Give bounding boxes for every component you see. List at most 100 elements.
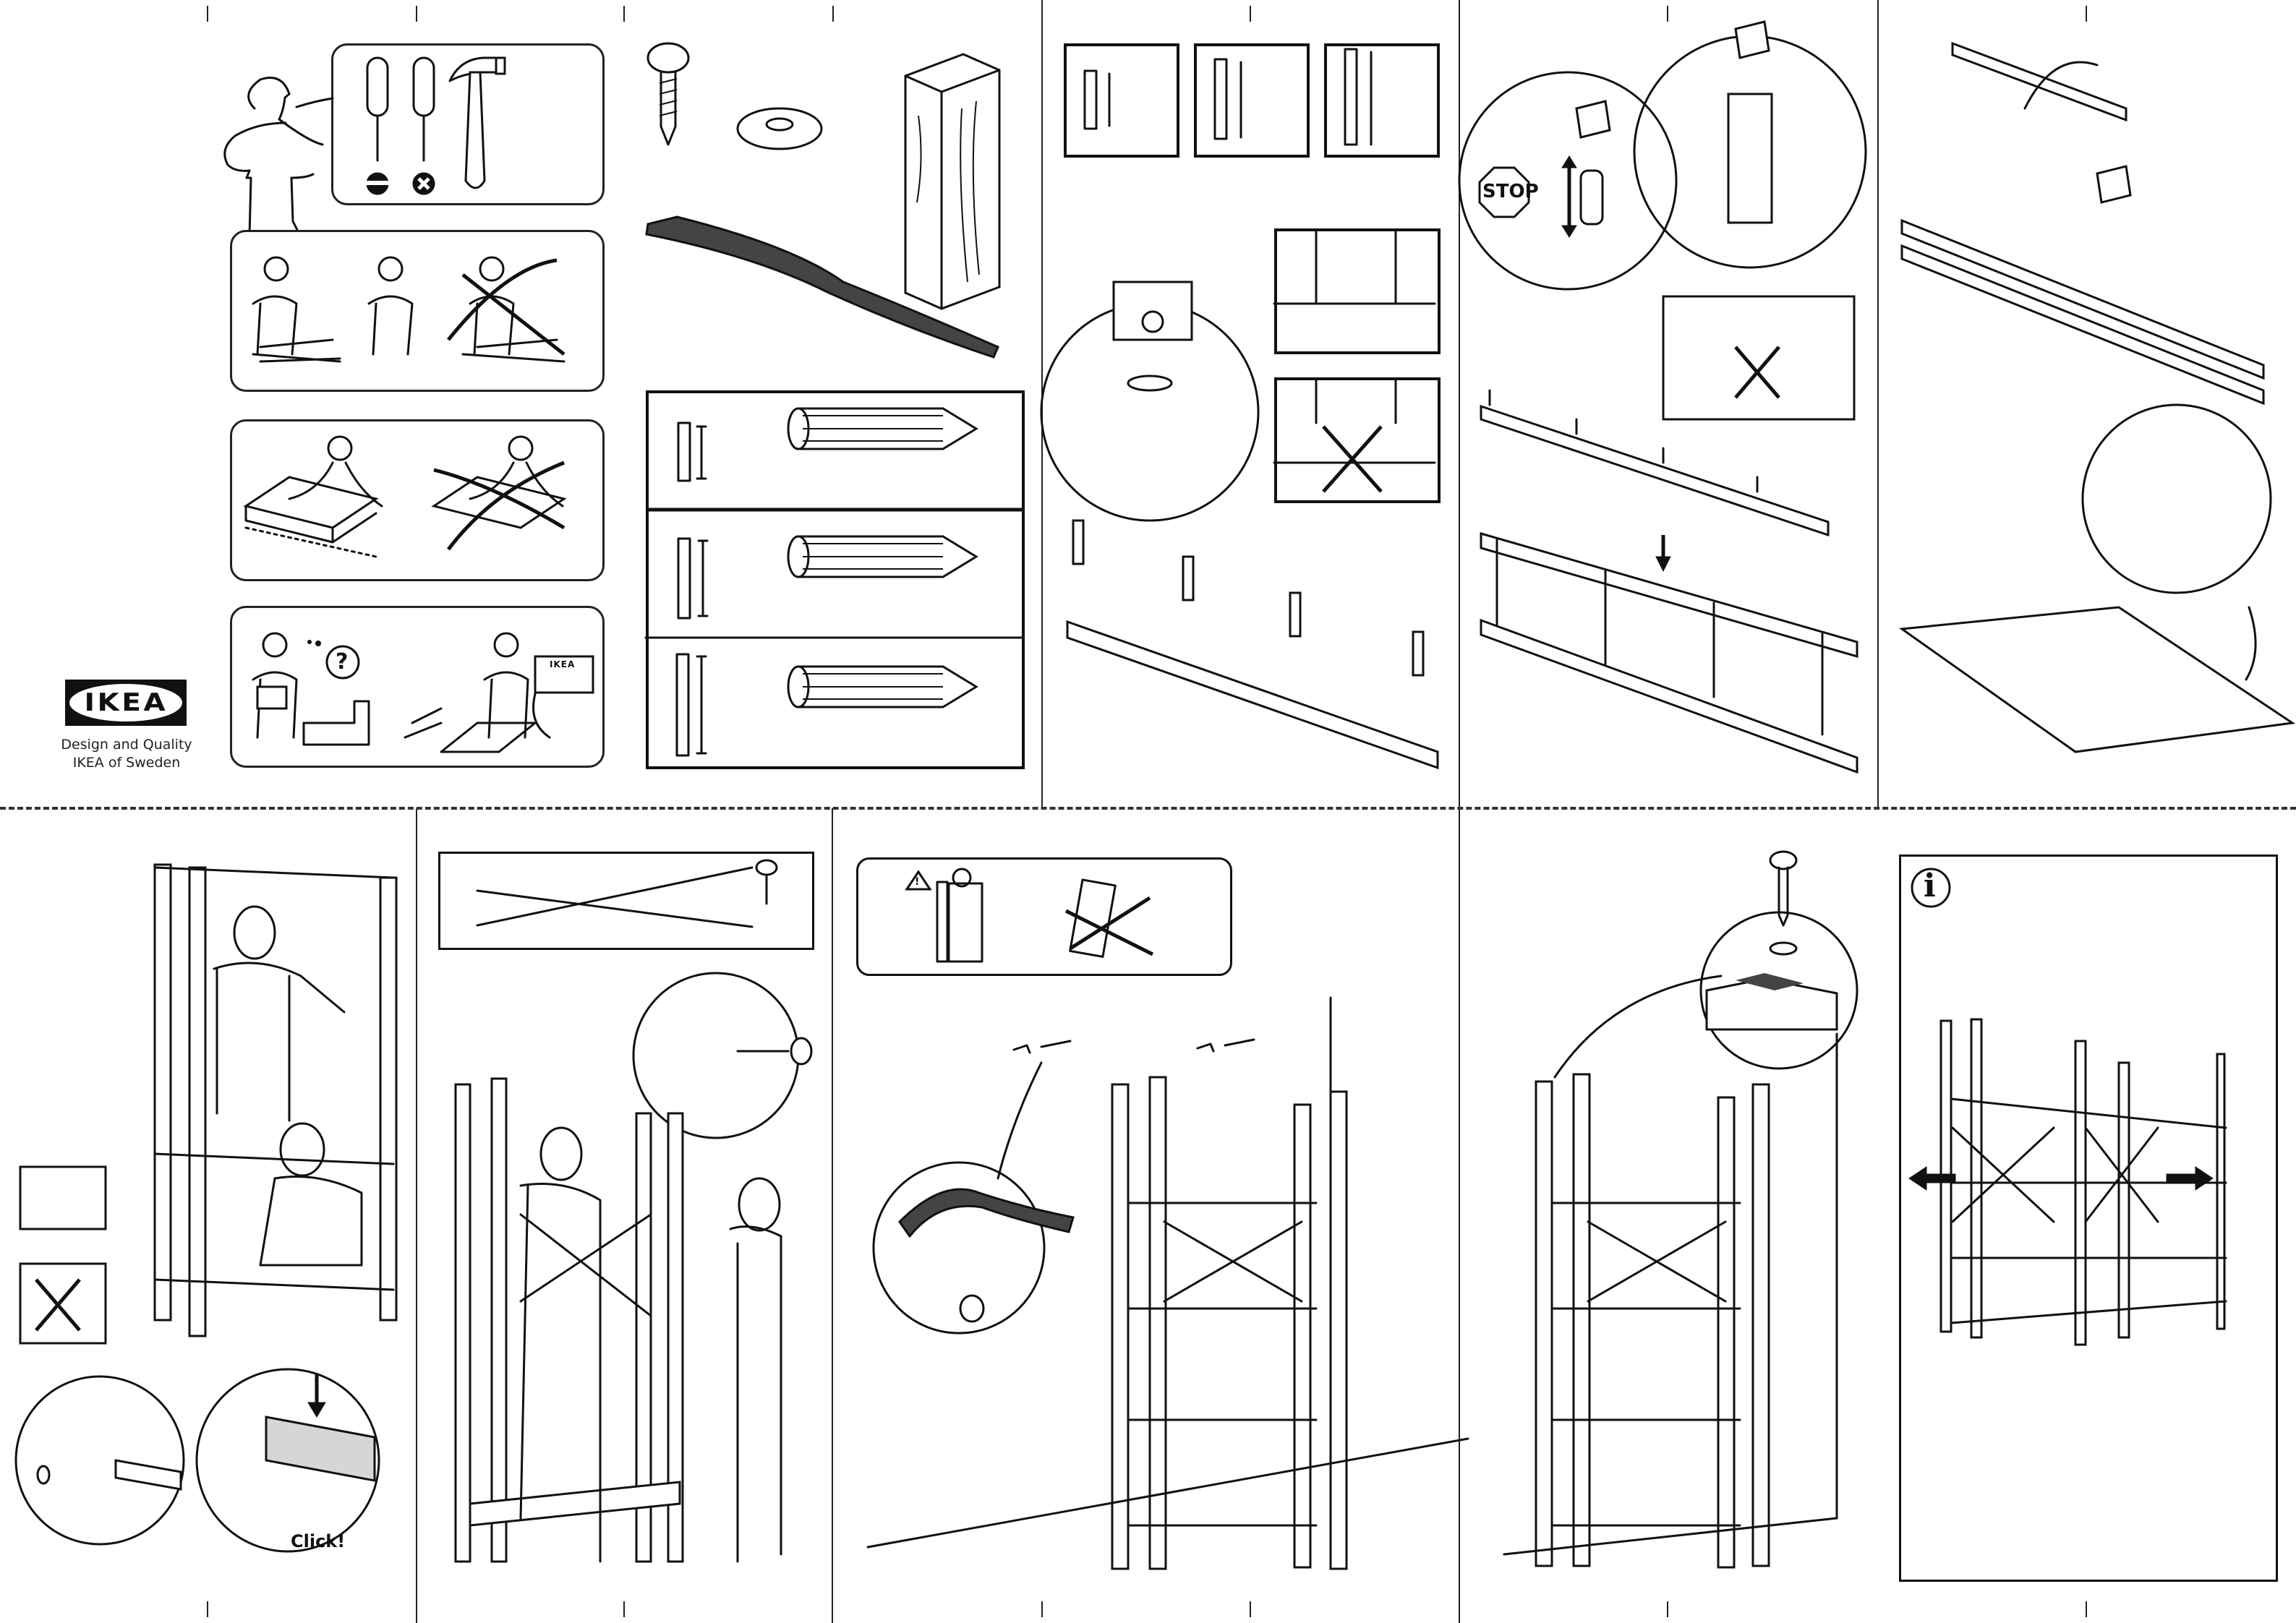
question-mark: ? xyxy=(336,649,349,675)
fold-line xyxy=(0,807,2296,810)
wall-bracket-icon xyxy=(1012,1040,1072,1054)
panel-divider xyxy=(416,808,417,1623)
washer-icon xyxy=(736,107,823,150)
person-figure-icon xyxy=(213,905,346,1122)
ikea-store-icon xyxy=(534,655,594,694)
detail-magnifier xyxy=(14,1375,185,1546)
info-icon xyxy=(1911,868,1951,908)
stop-label: STOP xyxy=(1482,181,1539,202)
screw-icon xyxy=(736,1037,813,1066)
panel-divider xyxy=(1459,0,1460,808)
washer-icon xyxy=(1769,941,1798,956)
frame-height-large-box xyxy=(1324,43,1440,158)
detail-magnifier xyxy=(195,1368,380,1553)
detail-magnifier xyxy=(2081,403,2272,594)
crop-mark xyxy=(2086,6,2087,22)
wall-strap-icon xyxy=(645,215,999,359)
panel-divider xyxy=(832,808,833,1623)
shelf-tipping-incorrect-icon xyxy=(1064,878,1154,958)
ikea-logo: IKEA xyxy=(65,680,187,726)
ikea-person-icon xyxy=(252,632,298,739)
logo-text: IKEA xyxy=(84,688,168,717)
screw-icon xyxy=(1769,850,1798,927)
cross-out-icon xyxy=(447,461,565,551)
crop-mark xyxy=(623,6,625,22)
dowel-icon xyxy=(787,407,978,450)
rail-icon xyxy=(1951,41,2128,122)
crop-mark xyxy=(1667,6,1668,22)
crop-mark xyxy=(416,6,417,22)
cross-out-icon xyxy=(461,273,566,356)
rotate-arrow-icon xyxy=(2023,61,2099,110)
cross-brace-icon xyxy=(1163,1220,1303,1303)
person-figure-icon xyxy=(519,1126,602,1563)
crop-mark xyxy=(832,6,834,22)
crop-mark xyxy=(1250,1601,1251,1617)
correct-fit-box xyxy=(1274,228,1441,354)
shelf-board-icon xyxy=(1898,606,2296,753)
hammer-icon xyxy=(1575,100,1611,139)
crop-mark xyxy=(623,1601,625,1617)
cross-out-icon xyxy=(35,1278,81,1332)
crop-mark xyxy=(207,1601,208,1617)
ikea-person-icon xyxy=(367,256,414,356)
dowel-icon xyxy=(1289,591,1302,638)
frame-size-large-icon xyxy=(675,653,707,757)
crop-mark xyxy=(207,6,208,22)
wood-block-icon xyxy=(904,53,1001,310)
person-figure-icon xyxy=(729,1177,782,1563)
tagline-line1: Design and Quality xyxy=(61,737,192,753)
detail-magnifier xyxy=(1458,71,1678,291)
dowel-icon xyxy=(787,535,978,578)
crop-mark xyxy=(2086,1601,2087,1617)
dowel-icon xyxy=(1182,555,1195,601)
frame-size-small-icon xyxy=(677,421,707,482)
cross-out-icon xyxy=(447,258,558,341)
cross-out-icon xyxy=(1064,896,1154,956)
cross-brace-icon xyxy=(1951,1126,2159,1223)
person-figure-icon xyxy=(259,1122,363,1267)
shelf-tall-correct-icon xyxy=(936,868,983,963)
cross-brace-icon xyxy=(519,1213,652,1317)
crop-mark xyxy=(1041,1601,1043,1617)
tagline: Design and Quality IKEA of Sweden xyxy=(43,736,210,772)
hammer-icon xyxy=(2096,165,2132,204)
screw-icon xyxy=(755,859,778,905)
ikea-store-label: IKEA xyxy=(550,659,576,669)
wall-strap-icon xyxy=(1736,973,1804,990)
dowel-icon xyxy=(1072,519,1085,565)
frame-size-medium-icon xyxy=(677,537,709,620)
two-people-panel xyxy=(230,230,605,392)
cross-out-icon xyxy=(1734,346,1780,399)
shelf-pin-icon xyxy=(114,1459,182,1491)
cross-brace-icon xyxy=(476,866,754,928)
screw-icon xyxy=(646,42,690,146)
ikea-person-icon xyxy=(223,77,334,237)
shelf-board-icon xyxy=(265,1416,376,1482)
panel-divider xyxy=(1877,0,1879,808)
dowel-icon xyxy=(1579,169,1604,226)
wood-block-icon xyxy=(1727,93,1773,224)
flathead-screwdriver-icon xyxy=(366,56,389,195)
crop-mark xyxy=(1667,1601,1668,1617)
hammer-icon xyxy=(448,56,506,189)
wall-bracket-icon xyxy=(1196,1038,1255,1053)
crop-mark xyxy=(1250,6,1251,22)
click-label: Click! xyxy=(291,1531,346,1551)
dowel-icon xyxy=(1412,630,1425,677)
frame-height-medium-box xyxy=(1194,43,1310,158)
warning-triangle-icon xyxy=(905,870,932,891)
cross-brace-icon xyxy=(1587,1220,1727,1303)
frame-height-small-box xyxy=(1064,43,1179,158)
